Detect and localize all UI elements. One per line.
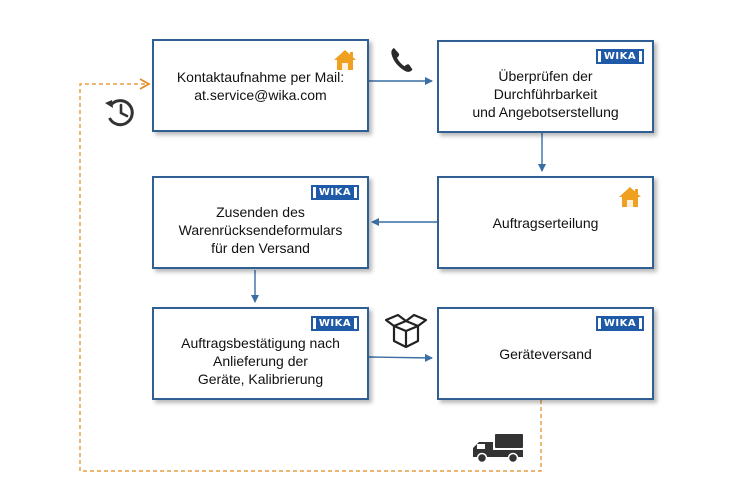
step-check-line-3: und Angebotserstellung bbox=[472, 103, 619, 120]
step-send-return-form: WIKA Zusenden des Warenrücksendeformular… bbox=[152, 176, 369, 269]
step-confirmation-text: Auftragsbestätigung nach Anlieferung der… bbox=[171, 320, 350, 388]
step-order-text: Auftragserteilung bbox=[483, 214, 609, 232]
phone-icon bbox=[391, 48, 413, 72]
step-order-confirmation: WIKA Auftragsbestätigung nach Anlieferun… bbox=[152, 307, 369, 400]
wika-logo: WIKA bbox=[311, 185, 359, 200]
return-loop-dashed bbox=[79, 78, 542, 472]
step-order: Auftragserteilung bbox=[437, 176, 654, 269]
package-icon bbox=[384, 313, 428, 349]
step-send-form-line-3: für den Versand bbox=[211, 239, 310, 256]
wika-logo: WIKA bbox=[596, 316, 644, 331]
step-contact-line-1: Kontaktaufnahme per Mail: bbox=[176, 68, 345, 85]
wika-logo: WIKA bbox=[311, 316, 359, 331]
step-check-line-1: Überprüfen der bbox=[498, 67, 593, 84]
step-check-line-2: Durchführbarkeit bbox=[493, 85, 598, 102]
wika-logo: WIKA bbox=[596, 49, 644, 64]
step-contact-text: Kontaktaufnahme per Mail: at.service@wik… bbox=[167, 68, 354, 104]
step-check-text: Überprüfen der Durchführbarkeit und Ange… bbox=[462, 53, 628, 121]
step-send-form-text: Zusenden des Warenrücksendeformulars für… bbox=[169, 189, 353, 257]
step-device-shipping: WIKA Geräteversand bbox=[437, 307, 654, 400]
house-icon bbox=[334, 50, 356, 70]
step-confirmation-line-1: Auftragsbestätigung nach bbox=[181, 334, 340, 351]
step-shipping-text: Geräteversand bbox=[489, 345, 602, 363]
step-confirmation-line-2: Anlieferung der bbox=[213, 352, 308, 369]
step-contact-line-2: at.service@wika.com bbox=[194, 86, 327, 103]
step-order-line-1: Auftragserteilung bbox=[492, 214, 599, 231]
step-contact: Kontaktaufnahme per Mail: at.service@wik… bbox=[152, 39, 369, 132]
step-confirmation-line-3: Geräte, Kalibrierung bbox=[197, 370, 324, 387]
step-shipping-line-1: Geräteversand bbox=[499, 345, 592, 362]
step-send-form-line-1: Zusenden des bbox=[216, 203, 305, 220]
arrow-confirmation-to-shipping bbox=[368, 353, 433, 362]
house-icon bbox=[619, 187, 641, 207]
clock-refresh-icon bbox=[105, 99, 134, 127]
truck-icon bbox=[473, 434, 523, 464]
step-send-form-line-2: Warenrücksendeformulars bbox=[178, 221, 343, 238]
step-check-feasibility: WIKA Überprüfen der Durchführbarkeit und… bbox=[437, 40, 654, 133]
